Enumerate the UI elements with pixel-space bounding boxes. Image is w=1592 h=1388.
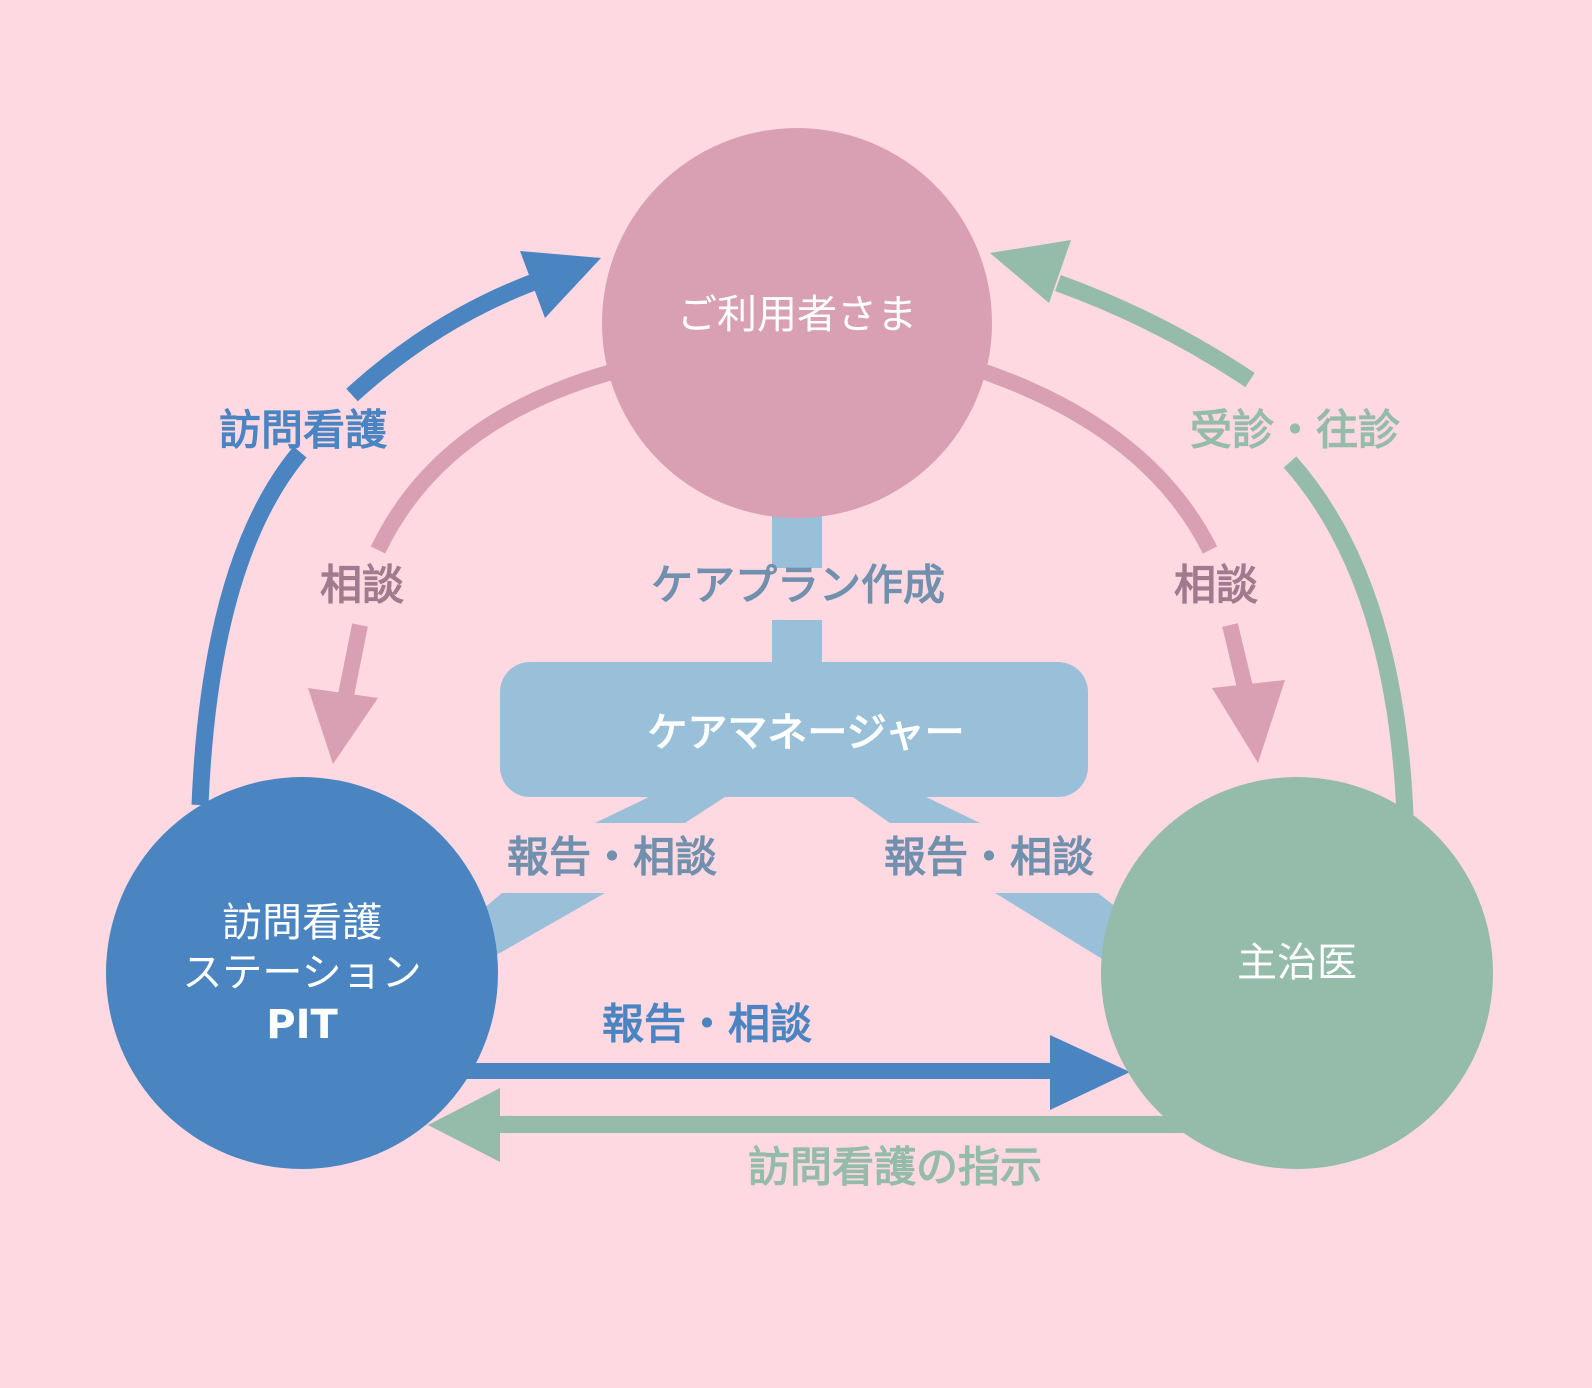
report-arrow-head [1050,1035,1130,1110]
cm-station-label: 報告・相談 [507,833,717,882]
report-label: 報告・相談 [602,1000,812,1049]
consultation-arrow-lower [1283,456,1414,816]
consult-right-label: 相談 [1174,561,1258,610]
consult-arrow-left-arc [370,364,615,554]
consultation-label: 受診・往診 [1190,406,1401,455]
instruction-label: 訪問看護の指示 [748,1143,1042,1192]
consult-left-label: 相談 [320,561,404,610]
care-plan-label: ケアプラン作成 [651,561,945,610]
station-label-line-2: ステーション [182,950,421,996]
consult-arrow-right-arc [982,364,1218,554]
consultation-arrow-head [990,240,1071,303]
consultation-arrow-upper [1055,275,1255,388]
care-manager-connectors [470,508,1130,970]
cm-station-band-lower [470,893,605,970]
instruction-arrow-shaft [470,1116,1190,1133]
care-manager-box [500,662,1088,797]
doctor-node [1101,777,1493,1169]
cm-doctor-band-upper [850,795,980,823]
doctor-label: 主治医 [1237,940,1357,986]
user-node [602,128,992,518]
cm-station-band-upper [595,795,728,823]
station-node [106,777,498,1169]
consult-arrow-left-shaft [337,623,368,702]
cm-doctor-label: 報告・相談 [884,833,1094,882]
visit-nursing-arrow-head [520,251,601,318]
station-label-line-3: PIT [266,1002,338,1048]
consult-arrow-right-head [1212,680,1285,763]
user-label: ご利用者さま [677,292,917,338]
care-manager-label: ケアマネージャー [647,710,964,756]
instruction-arrow-head [428,1088,500,1162]
visit-nursing-arrow-upper [346,269,548,402]
visit-nursing-label: 訪問看護 [219,406,388,455]
care-plan-connector-bottom [772,620,822,670]
cm-doctor-band-lower [995,893,1130,970]
station-label-line-1: 訪問看護 [222,900,382,946]
visit-nursing-arrow-lower [191,446,307,806]
consult-arrow-left-head [308,688,378,764]
report-arrow-shaft [440,1063,1060,1079]
